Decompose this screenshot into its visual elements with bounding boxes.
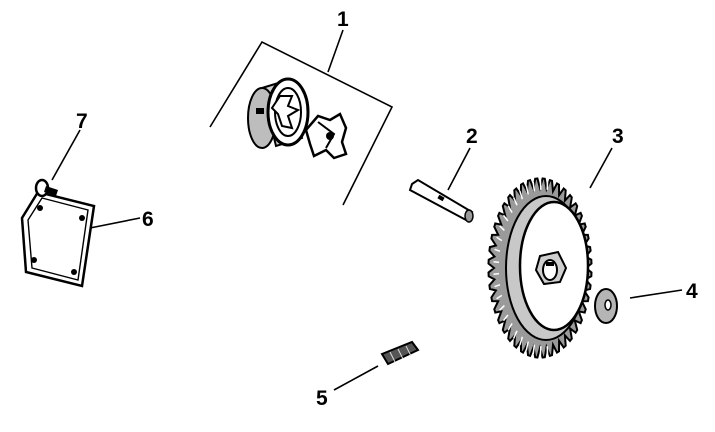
callout-1: 1 [337, 8, 349, 31]
callout-3: 3 [612, 125, 624, 148]
part-6-leader [89, 217, 141, 229]
callout-5: 5 [316, 387, 328, 410]
part-2-shaft [408, 147, 474, 223]
callout-7: 7 [76, 110, 88, 133]
gear-tooth-highlight [525, 185, 529, 195]
outer-rotor [247, 77, 310, 149]
gear-tooth-highlight [499, 225, 505, 231]
part-3-gear [487, 147, 613, 359]
gear-tooth-highlight [513, 330, 518, 339]
part-4-leader [629, 289, 683, 299]
part-7-leader [51, 129, 81, 181]
part-6-cover-plate [20, 190, 141, 288]
callout-4: 4 [686, 280, 698, 303]
gear-tooth-highlight [502, 314, 509, 322]
part-3-leader [589, 147, 613, 189]
part-1-bracket [209, 40, 394, 206]
gear-tooth-highlight [494, 283, 501, 288]
gear-tooth-highlight [496, 294, 503, 300]
gear-tooth-highlight [519, 190, 524, 200]
part-4-washer [594, 288, 683, 324]
gear-tooth-highlight [507, 323, 513, 331]
gear-tooth-highlight [507, 205, 513, 213]
gear-tooth-highlight [525, 341, 529, 351]
part-7-screw [34, 129, 81, 198]
callout-6: 6 [142, 208, 154, 231]
gear-tooth-highlight [513, 197, 518, 206]
part-1-rotor-assembly [209, 29, 394, 206]
gear-tooth-highlight [519, 336, 524, 346]
part-5-roll-pin [333, 340, 420, 391]
gear-tooth-highlight [494, 248, 501, 253]
gear-tooth-highlight [532, 344, 536, 355]
part-1-leader [327, 29, 344, 73]
part-5-leader [333, 365, 379, 391]
gear-tooth-highlight [496, 236, 503, 242]
gear-tooth-highlight [493, 260, 500, 264]
gear-tooth-highlight [502, 214, 509, 222]
callout-2: 2 [466, 125, 478, 148]
gear-tooth-highlight [532, 181, 536, 192]
gear-tooth-highlight [493, 272, 500, 276]
inner-rotor [304, 112, 348, 160]
gear-tooth-highlight [499, 305, 505, 311]
part-2-leader [447, 147, 471, 191]
